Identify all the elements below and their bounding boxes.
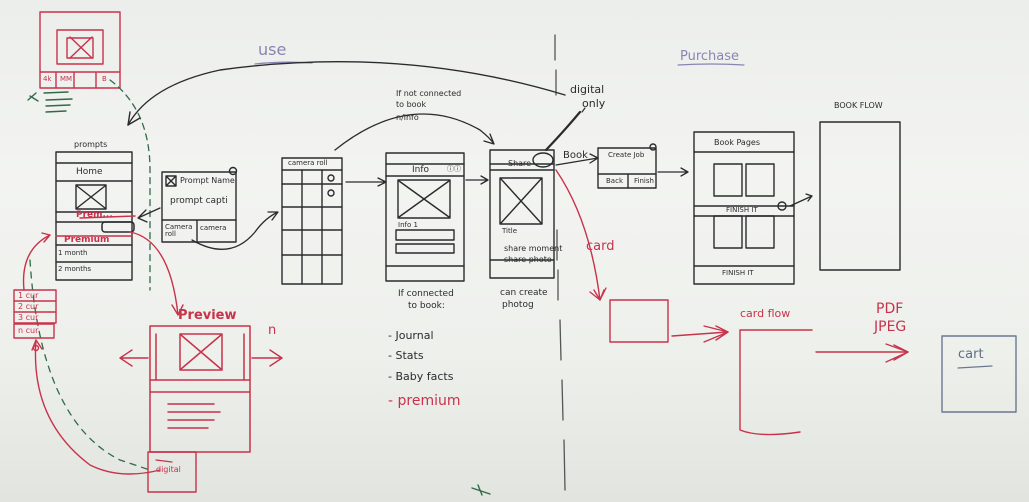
- premium-tag-box: [101, 221, 135, 233]
- camera-roll-title: camera roll: [288, 159, 328, 167]
- book-pages-finish-bottom: FINISH IT: [722, 269, 754, 277]
- prompt-btn-camera: camera: [200, 224, 227, 232]
- create-job-next: Finish: [634, 177, 654, 185]
- preview-screen: [149, 325, 251, 453]
- card-flow-shape: [739, 329, 813, 436]
- pdf-label: PDF: [876, 301, 904, 317]
- purchase-underline: [677, 63, 745, 66]
- note-digital: digital: [570, 83, 605, 96]
- digital-label: digital: [156, 465, 181, 474]
- counter-n: n cur: [18, 326, 39, 335]
- prompt-caption: prompt capti: [170, 196, 228, 206]
- counter-2: 2 cur: [18, 302, 39, 311]
- feature-baby-facts: - Baby facts: [388, 370, 454, 383]
- card-flow-label: card flow: [740, 307, 791, 320]
- counter-1: 1 cur: [18, 291, 39, 300]
- arc-not-connected: [334, 113, 495, 151]
- prompt-screen: [161, 166, 238, 243]
- card-box: [609, 299, 669, 343]
- arrow-to-share: [465, 175, 489, 185]
- book-pages-screen: [693, 131, 795, 285]
- note-can-create-2: photog: [502, 300, 534, 310]
- note-not-connected-2: to book: [396, 100, 427, 109]
- arrow-to-camera-roll: [191, 211, 279, 250]
- create-job-back: Back: [606, 177, 623, 185]
- feature-stats-text: Stats: [395, 349, 424, 362]
- feature-premium: - premium: [388, 393, 461, 409]
- share-title-label: Title: [502, 227, 518, 235]
- section-divider: [554, 34, 566, 491]
- feature-stats: - Stats: [388, 349, 424, 362]
- counter-arrow-down: [34, 339, 161, 475]
- counter-boxes: [13, 289, 57, 339]
- prompts-premium-tag: Prem...: [76, 210, 113, 220]
- arrow-to-info: [345, 177, 387, 187]
- prompts-title: prompts: [74, 140, 108, 149]
- note-card: card: [586, 239, 615, 254]
- info-mark: ⓘⓘ: [447, 165, 461, 173]
- info-title: Info: [412, 165, 430, 175]
- book-flow-box: [819, 121, 901, 271]
- arrow-card-to-flow: [671, 325, 729, 341]
- info-screen: [385, 152, 465, 282]
- phone-tab-2: MM: [60, 75, 73, 83]
- note-not-connected-1: If not connected: [396, 89, 462, 98]
- arrow-to-book: [555, 153, 599, 166]
- preview-arrow-left: [119, 349, 149, 367]
- dashed-green-link: [109, 79, 151, 291]
- book-pages-title: Book Pages: [714, 138, 760, 147]
- share-caption-2: share photo: [504, 255, 552, 264]
- counter-3: 3 cur: [18, 313, 39, 322]
- feature-journal: - Journal: [388, 329, 434, 342]
- prompts-row-2: 2 months: [58, 265, 92, 273]
- section-purchase-label: Purchase: [680, 49, 740, 64]
- arrow-to-card: [555, 169, 605, 301]
- arrow-to-preview: [129, 231, 184, 316]
- share-screen: [489, 149, 555, 279]
- note-if-connected-2: to book:: [408, 301, 445, 311]
- jpeg-label: JPEG: [874, 319, 907, 335]
- note-not-connected-3: n/info: [396, 113, 419, 122]
- phone-tab-3: B: [102, 75, 107, 83]
- phone-sketch: [39, 11, 121, 89]
- share-caption-1: share moment: [504, 244, 563, 253]
- dashed-green-bottom: [29, 259, 151, 471]
- book-flow-title: BOOK FLOW: [834, 101, 883, 110]
- section-use-label: use: [258, 40, 287, 59]
- prompt-name: Prompt Name: [180, 176, 235, 185]
- note-book: Book: [563, 150, 588, 161]
- digital-only-line: [544, 110, 582, 152]
- feature-premium-text: premium: [397, 393, 461, 409]
- cart-box: [941, 335, 1017, 413]
- arc-back-to-prompts: [127, 60, 566, 126]
- preview-n: n: [268, 323, 277, 338]
- note-if-connected-1: If connected: [398, 289, 454, 299]
- share-label: Share: [508, 159, 532, 168]
- arrow-to-book-pages: [657, 167, 689, 177]
- feature-journal-text: Journal: [395, 329, 434, 342]
- note-only: only: [582, 97, 606, 110]
- prompts-screen: [55, 151, 133, 281]
- book-pages-finish-mid: FINISH IT: [726, 206, 758, 214]
- digital-box: [147, 451, 197, 493]
- prompts-premium-row: Premium: [64, 235, 110, 245]
- note-can-create-1: can create: [500, 288, 548, 298]
- premium-highlight: [79, 215, 136, 219]
- phone-tab-1: 4k: [43, 75, 52, 83]
- camera-roll-grid: [281, 157, 343, 285]
- prompts-home: Home: [76, 167, 103, 177]
- create-job-title: Create Job: [608, 151, 645, 159]
- create-job-screen: [597, 143, 657, 189]
- cart-label: cart: [958, 347, 984, 362]
- prompt-btn-camera-roll: Camera roll: [165, 223, 193, 238]
- counter-arrow-up: [22, 232, 51, 291]
- prompts-row-1: 1 month: [58, 249, 88, 257]
- preview-title: Preview: [178, 308, 237, 323]
- phone-notes-lines: [27, 91, 73, 113]
- info-label: Info 1: [398, 221, 418, 229]
- preview-arrow-right: [251, 349, 283, 367]
- feature-baby-facts-text: Baby facts: [395, 370, 454, 383]
